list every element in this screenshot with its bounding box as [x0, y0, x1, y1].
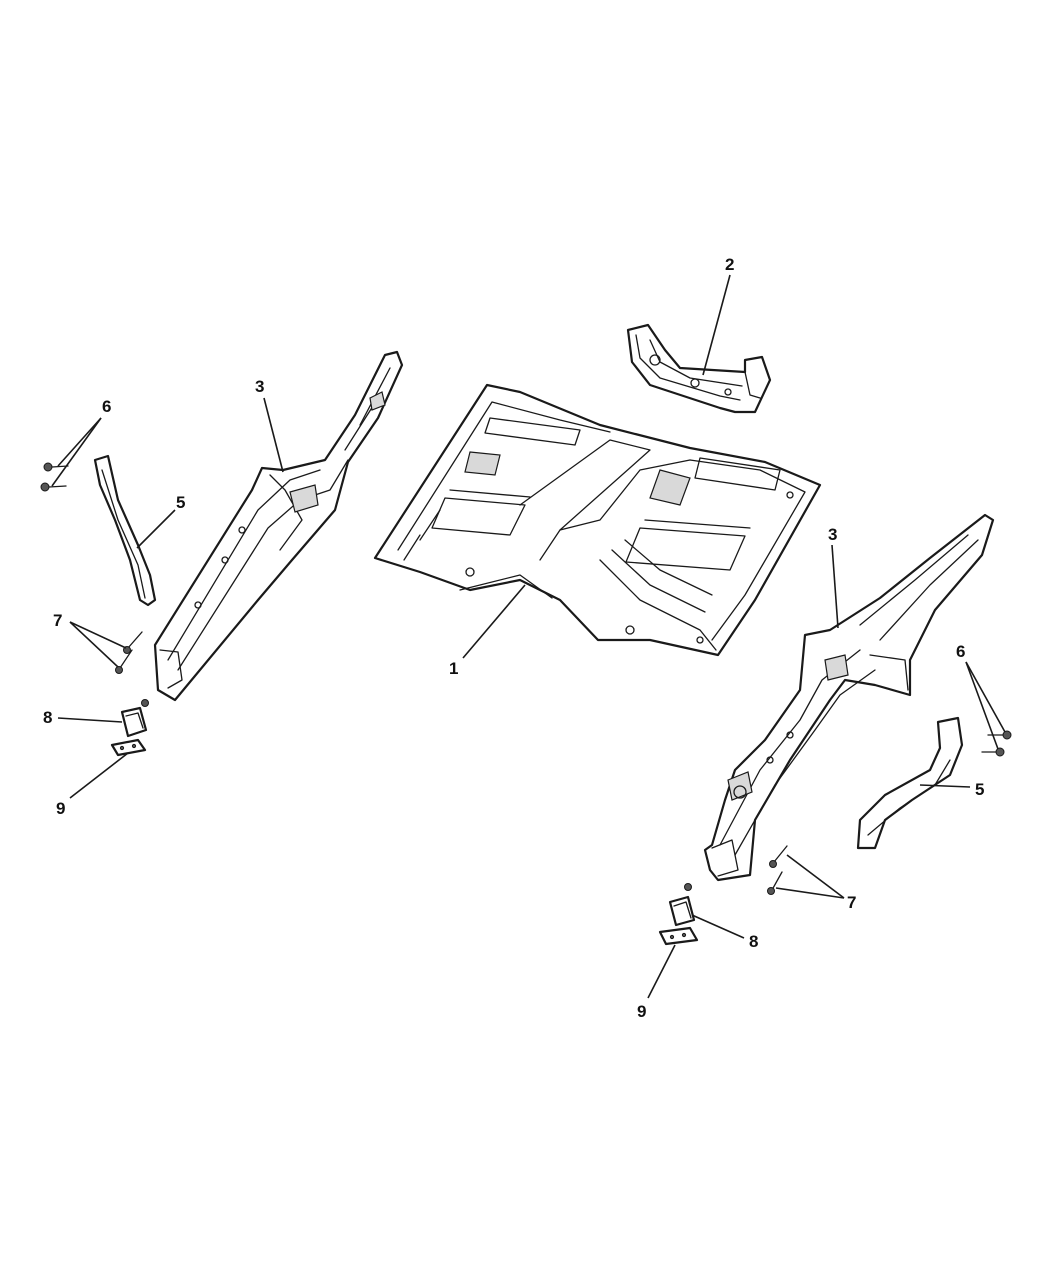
bolt-set-left-part-6 — [40, 462, 69, 492]
frame-rail-left-part-3 — [153, 350, 404, 702]
leader-5-left — [136, 509, 176, 549]
bolt-set-left-part-7 — [115, 631, 149, 707]
leader-5-right — [919, 784, 971, 788]
callout-6-left: 6 — [102, 397, 111, 416]
leader-6-left-a — [57, 417, 102, 467]
leader-6-right-b — [965, 661, 999, 750]
plate-right-part-9 — [658, 926, 699, 946]
plate-left-part-9 — [110, 738, 147, 757]
callout-2: 2 — [725, 255, 734, 274]
bracket-left-part-5 — [93, 454, 157, 607]
leader-9-left — [69, 752, 129, 799]
leader-7-left-b — [69, 621, 119, 668]
leader-7-right-b — [775, 887, 845, 899]
leader-1 — [462, 584, 526, 659]
callout-5-right: 5 — [975, 780, 984, 799]
frame-rail-right-part-3 — [703, 513, 995, 882]
callout-8-left: 8 — [43, 708, 52, 727]
callout-9-left: 9 — [56, 799, 65, 818]
leader-3-left — [263, 397, 284, 473]
floor-pan-part-1 — [373, 383, 822, 657]
callout-5-left: 5 — [176, 493, 185, 512]
bracket-right-part-5 — [856, 716, 964, 850]
leader-lines — [51, 274, 1006, 999]
leader-6-right-a — [965, 661, 1006, 733]
bolt-set-right-part-6 — [981, 730, 1012, 757]
leader-6-left-b — [51, 417, 102, 487]
leader-2 — [702, 274, 731, 376]
callout-1: 1 — [449, 659, 458, 678]
leader-9-right — [647, 944, 676, 999]
callout-labels: 1 2 3 3 5 5 6 6 7 7 8 8 9 9 — [43, 255, 984, 1021]
callout-9-right: 9 — [637, 1002, 646, 1021]
leader-8-right — [691, 914, 745, 939]
callout-7-right: 7 — [847, 893, 856, 912]
callout-3-right: 3 — [828, 525, 837, 544]
mount-block-left-part-8 — [120, 706, 148, 738]
leader-8-left — [57, 717, 123, 723]
bolt-set-right-part-7 — [684, 845, 788, 895]
leader-3-right — [831, 544, 839, 629]
mount-block-right-part-8 — [668, 895, 696, 927]
leader-7-right-a — [786, 854, 845, 899]
leader-7-left-a — [69, 621, 127, 649]
callout-3-left: 3 — [255, 377, 264, 396]
crossmember-part-2 — [626, 323, 772, 414]
callout-7-left: 7 — [53, 611, 62, 630]
callout-8-right: 8 — [749, 932, 758, 951]
callout-6-right: 6 — [956, 642, 965, 661]
